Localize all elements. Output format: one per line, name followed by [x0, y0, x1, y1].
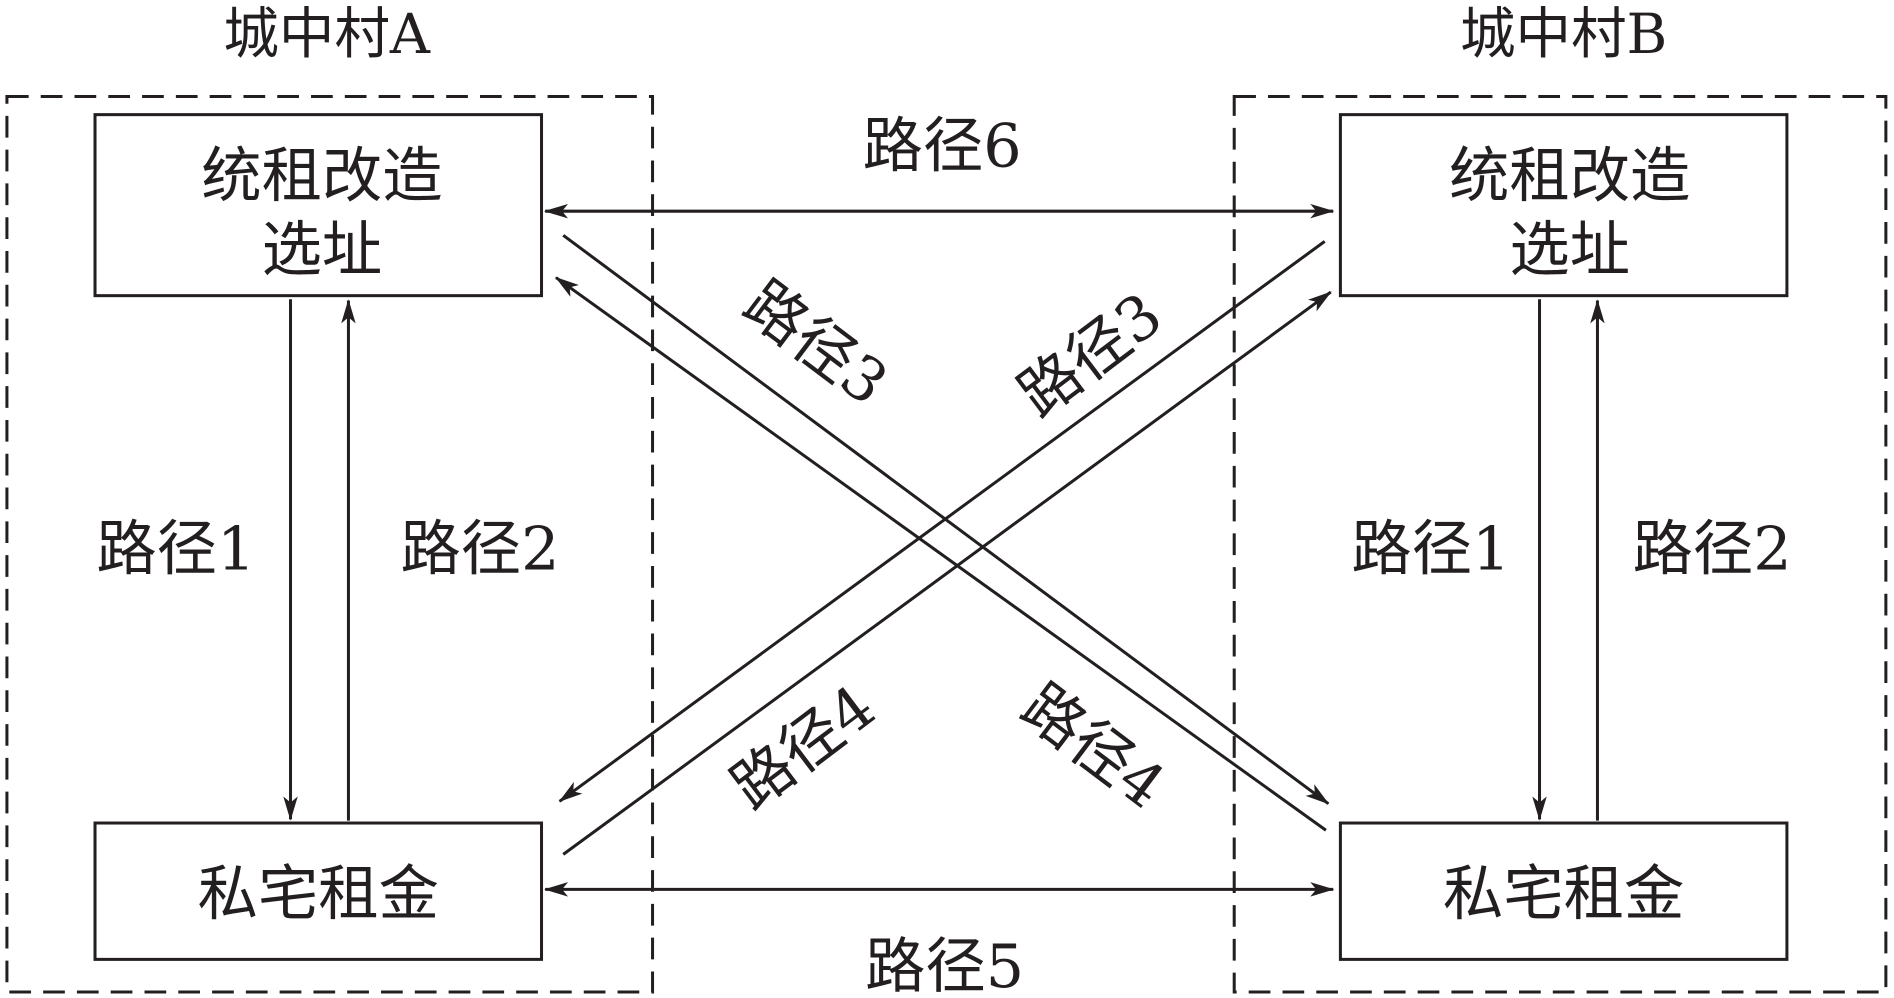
path4-b-to-a-arrow	[555, 276, 1327, 832]
path2-b-label: 路径2	[1633, 515, 1792, 585]
group-b-title: 城中村B	[1460, 2, 1667, 67]
path3-left-label: 路径3	[731, 268, 900, 420]
path1-a-label: 路径1	[96, 515, 255, 585]
group-b-boundary	[1232, 95, 1888, 994]
node-a-private-rent: 私宅租金	[93, 821, 544, 961]
path4-left-label: 路径4	[719, 672, 888, 824]
path4-a-to-b-arrow	[562, 290, 1332, 856]
group-a-title: 城中村A	[223, 2, 431, 67]
node-b-site-selection: 统租改造 选址	[1338, 113, 1789, 298]
node-a-site-selection: 统租改造 选址	[93, 113, 544, 298]
node-b-site-selection-line1: 统租改造	[1449, 142, 1690, 212]
group-a-boundary	[5, 95, 655, 994]
path1-b-label: 路径1	[1351, 515, 1510, 585]
node-b-private-rent-label: 私宅租金	[1443, 860, 1684, 930]
node-b-private-rent: 私宅租金	[1338, 821, 1789, 961]
node-a-site-selection-line1: 统租改造	[201, 142, 442, 212]
node-a-site-selection-line2: 选址	[262, 215, 383, 285]
node-b-site-selection-line2: 选址	[1509, 215, 1630, 285]
node-a-private-rent-label: 私宅租金	[198, 860, 439, 930]
path3-b-to-a-arrow	[558, 240, 1326, 803]
path4-right-label: 路径4	[1008, 671, 1177, 823]
path5-label: 路径5	[865, 932, 1024, 998]
path2-a-label: 路径2	[400, 515, 559, 585]
path6-label: 路径6	[863, 112, 1022, 182]
path3-right-label: 路径3	[1006, 280, 1175, 432]
